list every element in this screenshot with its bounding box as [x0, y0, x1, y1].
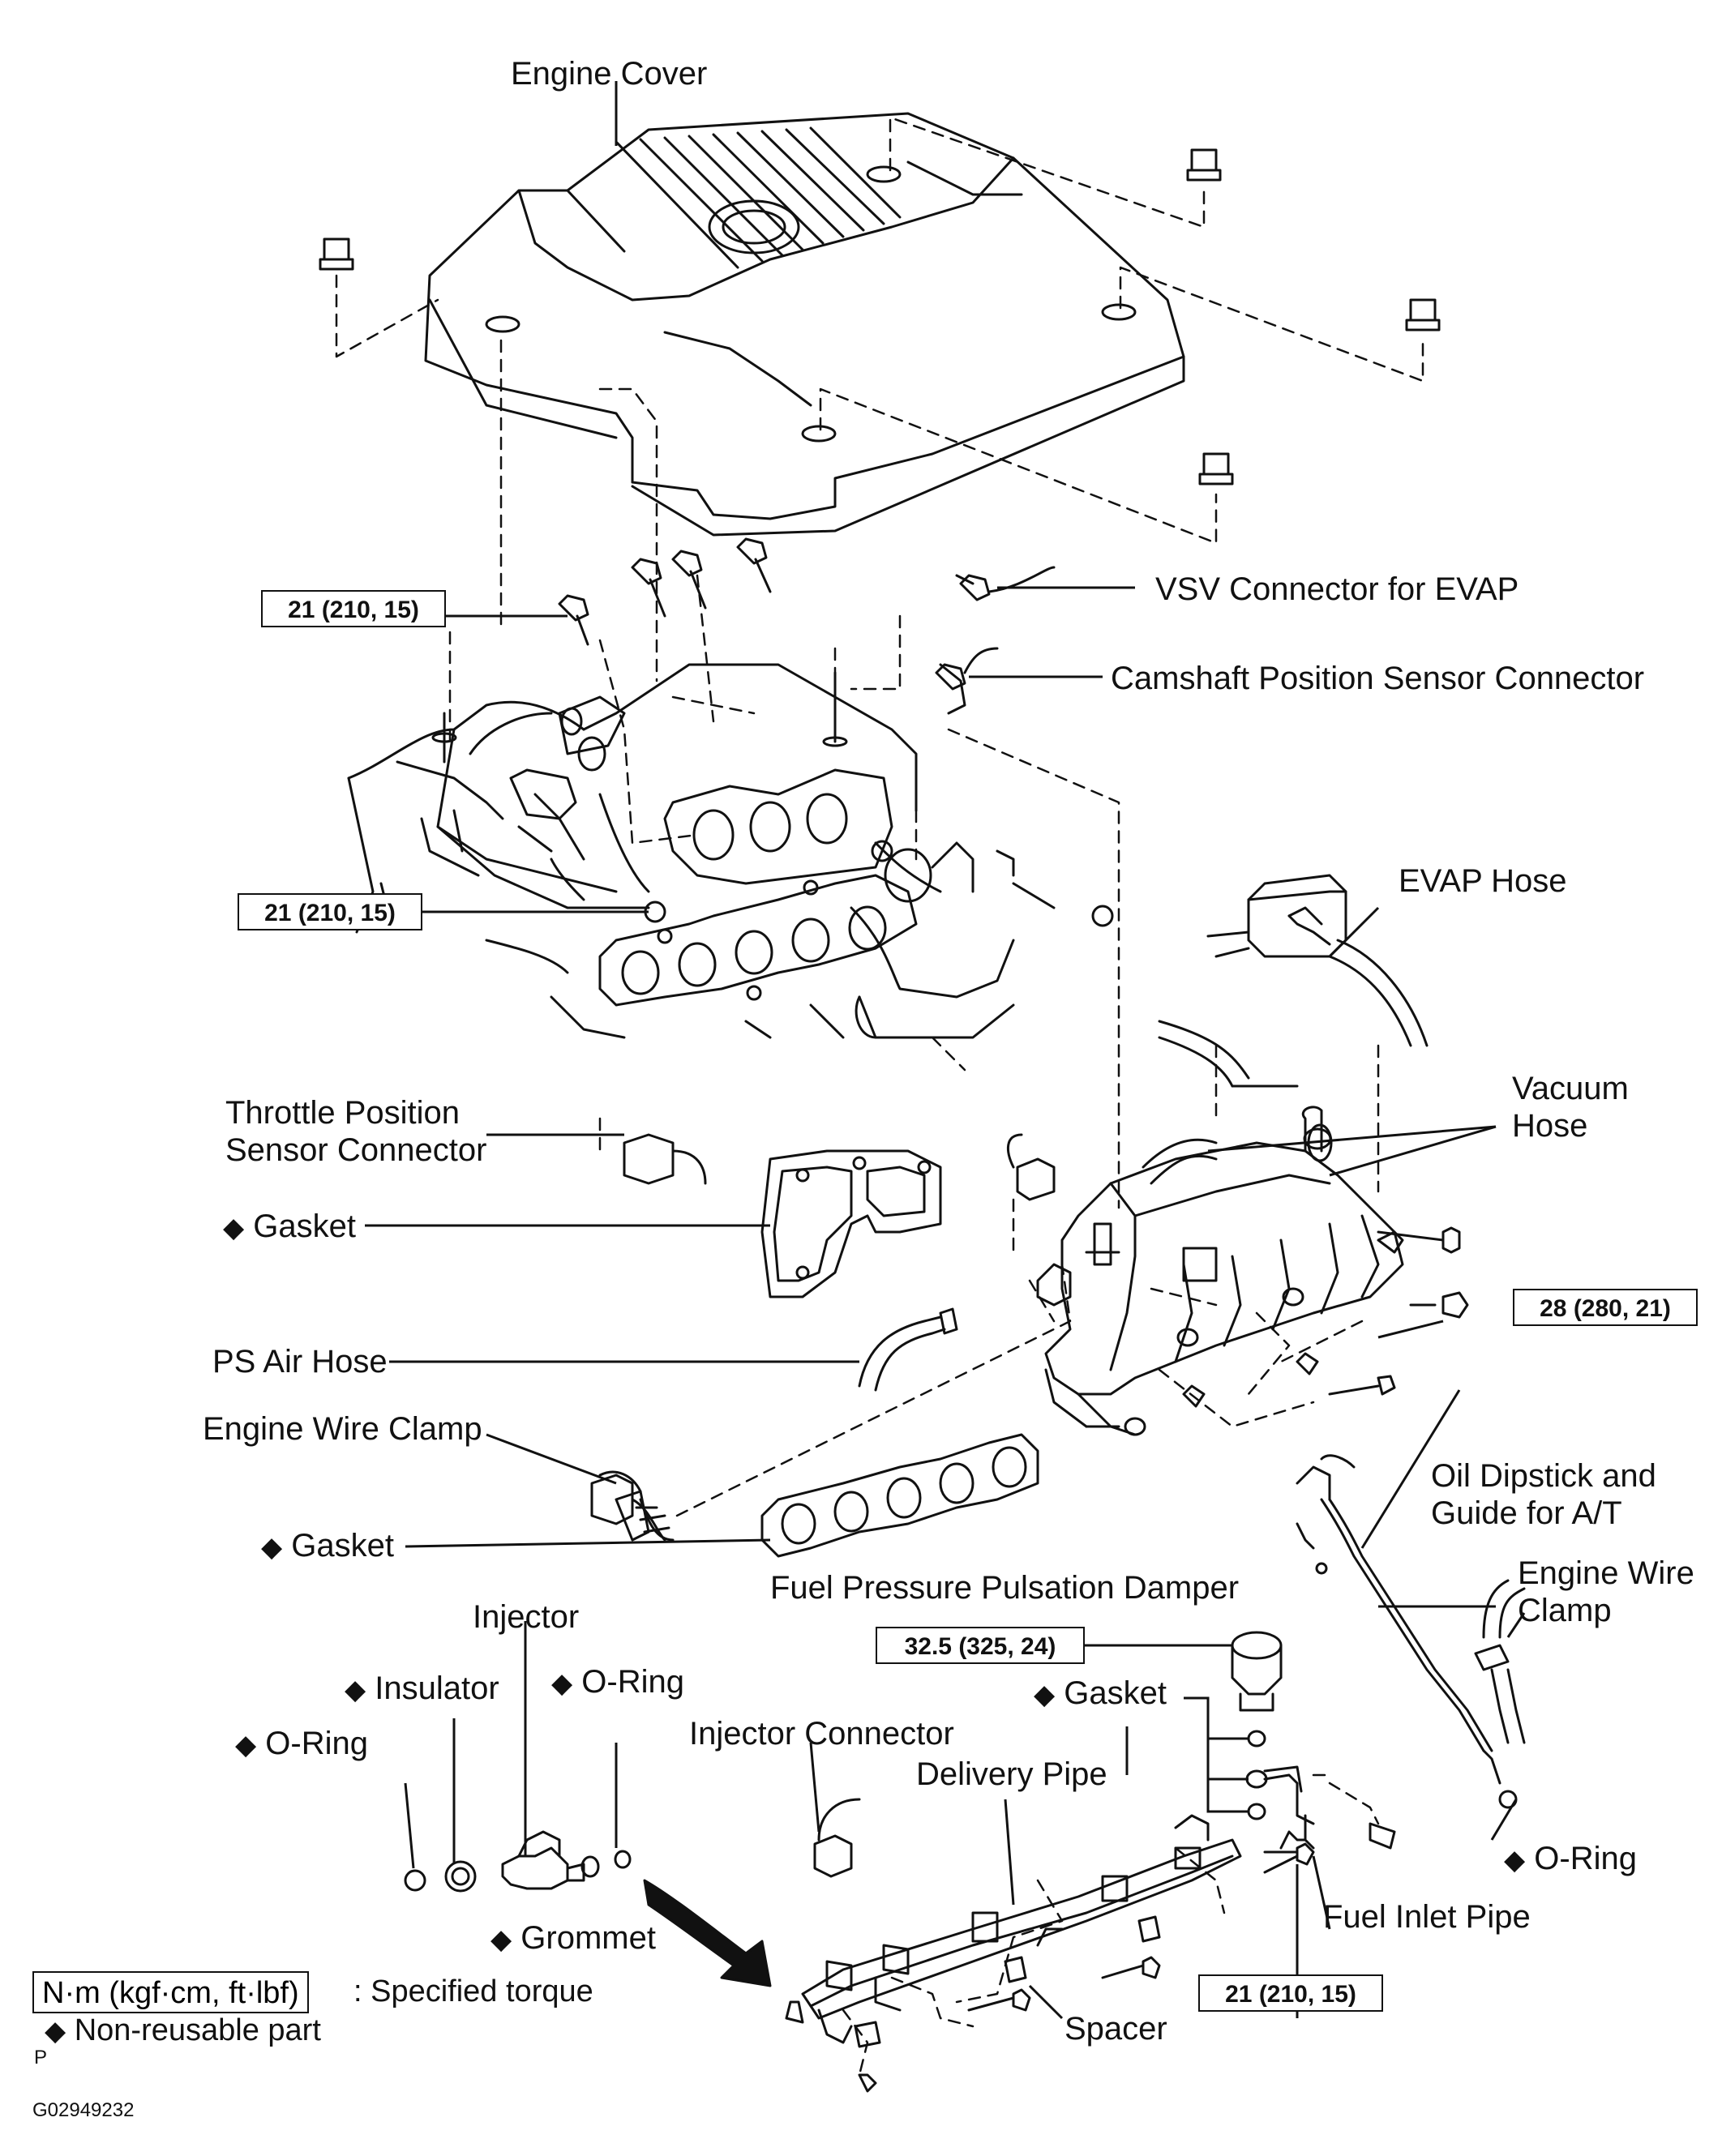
- label-grommet-text: Grommet: [520, 1920, 656, 1956]
- label-engine-cover: Engine Cover: [511, 56, 708, 92]
- label-camshaft-connector: Camshaft Position Sensor Connector: [1111, 661, 1645, 696]
- label-insulator: ◆ Insulator: [345, 1670, 499, 1709]
- nonreusable-icon: ◆: [1034, 1679, 1056, 1710]
- legend-unit-text: : Specified torque: [353, 1974, 593, 2008]
- injector-parts-drawing: [404, 1830, 632, 1893]
- torque-box-1: 21 (210, 15): [261, 590, 446, 627]
- intake-chamber-drawing: [347, 663, 1056, 1039]
- label-injector-connector: Injector Connector: [689, 1716, 954, 1752]
- label-ps-air-hose: PS Air Hose: [212, 1344, 388, 1380]
- nonreusable-icon: ◆: [1504, 1845, 1526, 1876]
- engine-wire-clamp-left-drawing: [598, 1470, 675, 1542]
- install-arrow: [643, 1879, 772, 1987]
- evap-vsv-drawing: [1158, 874, 1429, 1088]
- legend-unit-box: N·m (kgf·cm, ft·lbf): [32, 1971, 309, 2013]
- label-fuel-inlet-pipe: Fuel Inlet Pipe: [1323, 1899, 1531, 1935]
- label-oring-left-text: O-Ring: [265, 1726, 368, 1761]
- label-vsv-connector: VSV Connector for EVAP: [1155, 571, 1519, 607]
- label-oring-right: ◆ O-Ring: [1504, 1840, 1637, 1879]
- torque-box-3: 28 (280, 21): [1513, 1289, 1698, 1326]
- label-gasket-upper-text: Gasket: [253, 1208, 356, 1244]
- lower-gaskets-drawing: [1245, 1730, 1315, 1825]
- label-oring-top: ◆ O-Ring: [551, 1663, 684, 1702]
- torque-box-4: 32.5 (325, 24): [876, 1627, 1085, 1664]
- nonreusable-icon: ◆: [45, 2016, 66, 2047]
- label-engine-wire-clamp-left: Engine Wire Clamp: [203, 1411, 482, 1447]
- vacuum-hose-drawing: [1142, 1123, 1333, 1185]
- label-delivery-pipe: Delivery Pipe: [916, 1756, 1107, 1792]
- intake-manifold-drawing: [1036, 1106, 1469, 1436]
- label-throttle-connector: Throttle Position Sensor Connector: [225, 1095, 487, 1168]
- oil-dipstick-drawing: [1296, 1454, 1518, 1809]
- engine-wire-clamp-right-drawing: [1474, 1579, 1526, 1744]
- label-gasket-middle: ◆ Gasket: [261, 1527, 394, 1566]
- label-oring-left: ◆ O-Ring: [235, 1725, 368, 1764]
- lower-bolts-drawing: [854, 1822, 1396, 2093]
- label-gasket-lower: ◆ Gasket: [1034, 1675, 1167, 1713]
- label-oil-dipstick: Oil Dipstick and Guide for A/T: [1431, 1458, 1656, 1531]
- label-evap-hose: EVAP Hose: [1399, 863, 1567, 899]
- nonreusable-icon: ◆: [490, 1924, 512, 1955]
- nonreusable-icon: ◆: [345, 1675, 366, 1705]
- label-injector: Injector: [473, 1599, 580, 1635]
- delivery-pipe-drawing: [785, 1814, 1242, 2044]
- footer-page-letter: P: [34, 2047, 48, 2068]
- upper-gasket-drawing: [760, 1149, 942, 1298]
- middle-gasket-drawing: [760, 1433, 1039, 1558]
- cover-nuts: [319, 148, 1441, 486]
- torque-box-2: 21 (210, 15): [238, 893, 422, 930]
- legend-nonreusable: ◆ Non-reusable part: [45, 2012, 321, 2050]
- label-gasket-middle-text: Gasket: [291, 1528, 394, 1564]
- footer-figure-id: G02949232: [32, 2099, 135, 2121]
- label-insulator-text: Insulator: [375, 1670, 499, 1706]
- nonreusable-icon: ◆: [551, 1668, 573, 1699]
- label-engine-wire-clamp-right: Engine Wire Clamp: [1518, 1555, 1694, 1628]
- label-gasket-upper: ◆ Gasket: [223, 1208, 356, 1247]
- label-grommet: ◆ Grommet: [490, 1919, 656, 1958]
- label-fuel-damper: Fuel Pressure Pulsation Damper: [770, 1570, 1240, 1606]
- label-spacer: Spacer: [1064, 2011, 1167, 2047]
- fuel-inlet-pipe-drawing: [1263, 1765, 1315, 1854]
- label-oring-right-text: O-Ring: [1534, 1841, 1637, 1876]
- nonreusable-icon: ◆: [223, 1213, 245, 1243]
- ps-air-hose-drawing: [858, 1307, 958, 1392]
- label-vacuum-hose: Vacuum Hose: [1512, 1071, 1629, 1144]
- nonreusable-icon: ◆: [261, 1532, 283, 1563]
- nonreusable-icon: ◆: [235, 1730, 257, 1760]
- engine-cover-drawing: [424, 112, 1185, 537]
- upper-bolts: [431, 537, 1114, 927]
- label-oring-top-text: O-Ring: [581, 1664, 684, 1700]
- fuel-damper-drawing: [1231, 1631, 1283, 1712]
- legend-nonreusable-text: Non-reusable part: [74, 2013, 321, 2047]
- label-gasket-lower-text: Gasket: [1064, 1675, 1167, 1711]
- torque-box-5: 21 (210, 15): [1198, 1974, 1383, 2012]
